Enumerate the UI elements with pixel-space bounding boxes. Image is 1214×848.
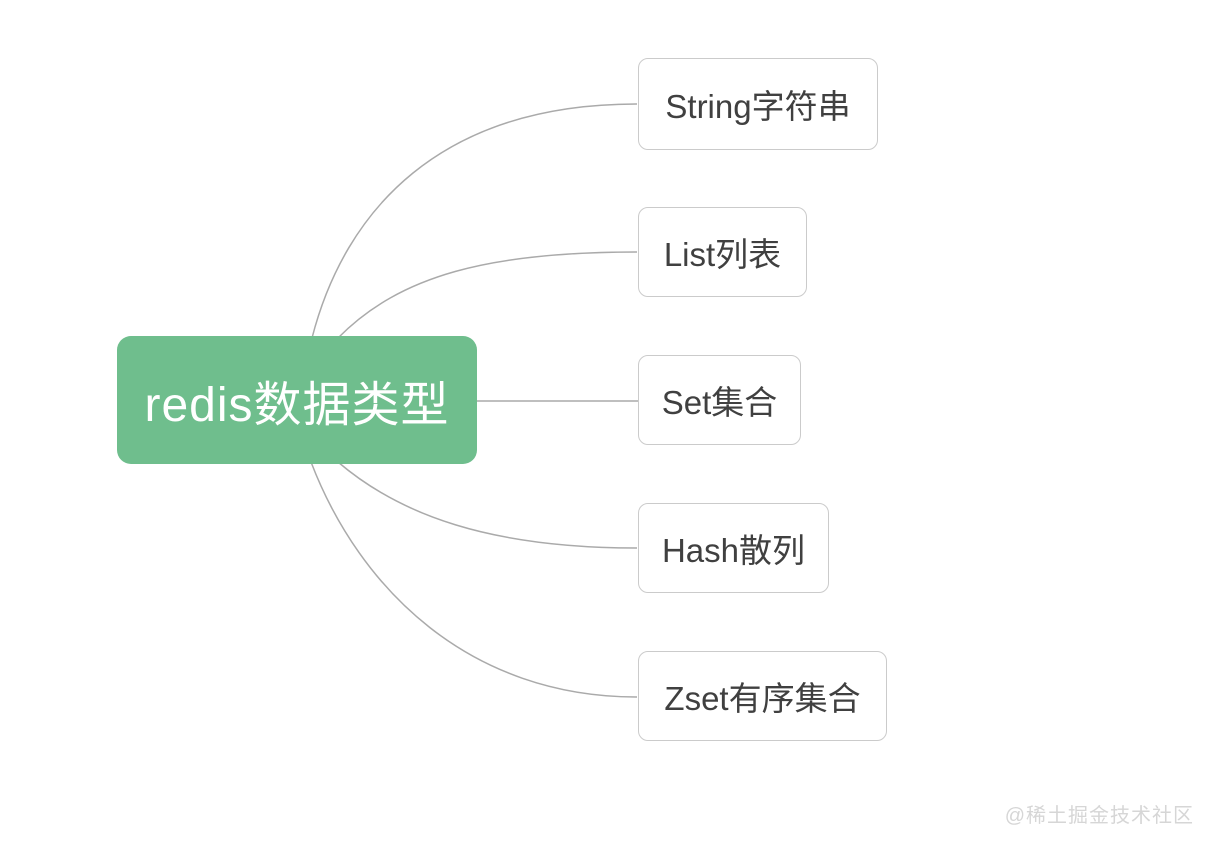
node-zset-label: Zset有序集合 bbox=[664, 680, 861, 717]
root-node-redis[interactable]: redis数据类型 bbox=[117, 336, 477, 464]
node-set-label: Set集合 bbox=[661, 384, 778, 421]
node-string-label: String字符串 bbox=[665, 88, 851, 125]
node-zset[interactable]: Zset有序集合 bbox=[638, 651, 887, 741]
node-set[interactable]: Set集合 bbox=[638, 355, 801, 445]
connector-list bbox=[337, 251, 638, 339]
connector-zset bbox=[310, 461, 638, 698]
watermark: @稀土掘金技术社区 bbox=[1004, 805, 1194, 827]
node-list-label: List列表 bbox=[663, 236, 782, 273]
node-string[interactable]: String字符串 bbox=[638, 58, 878, 150]
connector-hash bbox=[337, 461, 638, 549]
node-list[interactable]: List列表 bbox=[638, 207, 807, 297]
connector-string bbox=[311, 103, 638, 339]
node-hash-label: Hash散列 bbox=[661, 532, 806, 569]
root-node-label: redis数据类型 bbox=[144, 379, 450, 432]
node-hash[interactable]: Hash散列 bbox=[638, 503, 829, 593]
